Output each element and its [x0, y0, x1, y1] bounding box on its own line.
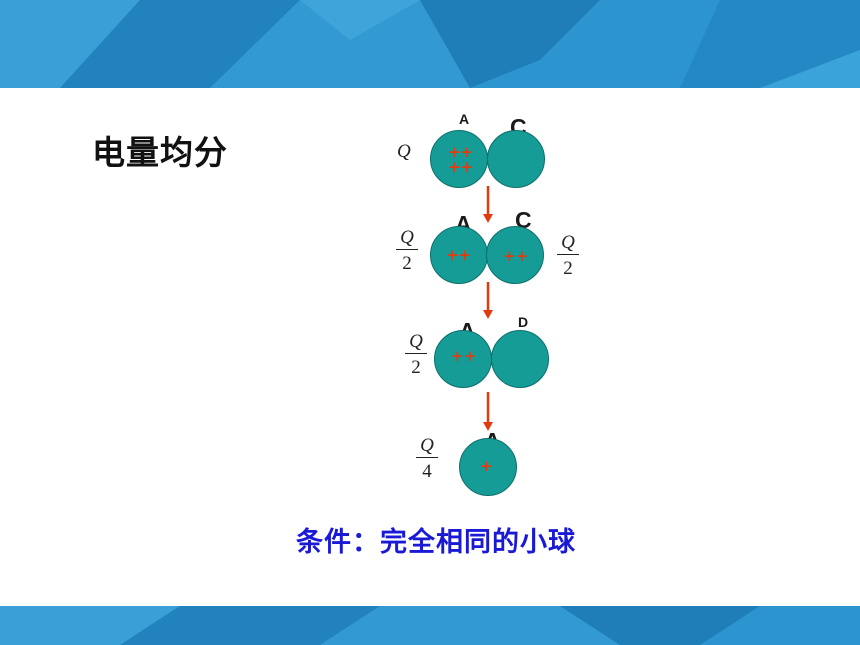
ball-c: ++ [486, 226, 544, 284]
fraction-q-over-2: Q 2 [395, 228, 419, 273]
positive-charges: ++ [451, 347, 477, 365]
ball-a-label: A [459, 111, 470, 127]
ball-a: + [459, 438, 517, 496]
ball-a: ++ [434, 330, 492, 388]
arrow-down-icon [483, 282, 493, 319]
ball-d [491, 330, 549, 388]
ball-d-label: D [518, 314, 529, 330]
ball-a: ++ [430, 226, 488, 284]
fraction-q-over-4: Q 4 [415, 436, 439, 481]
positive-charge: + [480, 457, 493, 475]
ball-c-label: C [515, 207, 532, 233]
arrow-down-icon [483, 392, 493, 431]
positive-charges: ++ [503, 247, 529, 265]
header-band [0, 0, 860, 88]
positive-charges: ++ ++ [448, 143, 474, 176]
ball-a: ++ ++ [430, 130, 488, 188]
fraction-q-over-2: Q 2 [404, 332, 428, 377]
page-title: 电量均分 [92, 133, 228, 172]
fraction-q-over-2: Q 2 [556, 233, 580, 278]
ball-c [487, 130, 545, 188]
footer-band [0, 606, 860, 645]
positive-charges: ++ [446, 246, 472, 264]
condition-note: 条件：完全相同的小球 [296, 527, 576, 558]
arrow-down-icon [483, 186, 493, 223]
charge-q-label: Q [397, 141, 411, 162]
